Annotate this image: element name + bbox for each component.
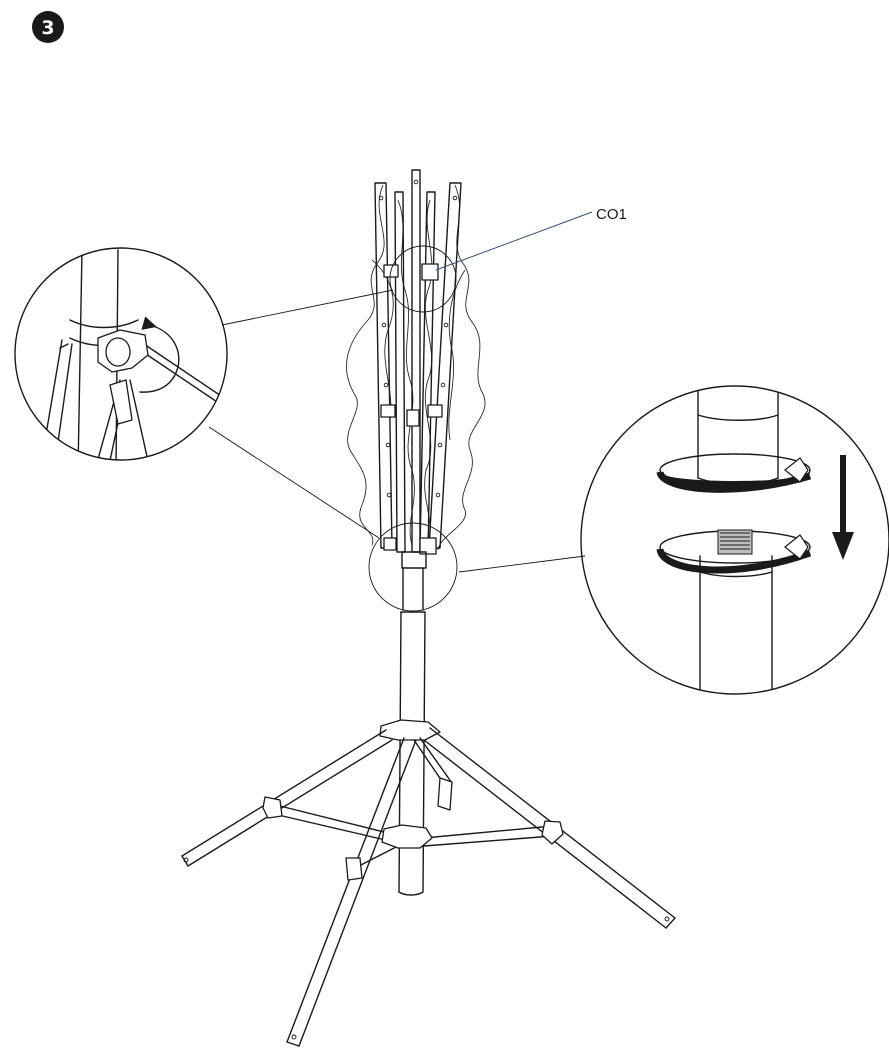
detail-leader-bottom xyxy=(208,426,380,539)
knob-tighten-detail xyxy=(14,247,228,461)
step-badge-circle xyxy=(32,11,64,43)
step-number: 3 xyxy=(41,17,54,39)
joint-highlight-circle xyxy=(368,522,458,612)
down-arrow-icon xyxy=(832,455,854,560)
callout-label: CO1 xyxy=(596,206,627,223)
callout-leader xyxy=(435,211,593,271)
screw-attach-detail xyxy=(580,385,889,695)
knob-highlight-circle xyxy=(389,245,457,313)
rotate-arrow-icon xyxy=(139,316,180,393)
folded-ribs xyxy=(346,169,486,555)
step-badge: 3 xyxy=(32,11,64,43)
tripod-base xyxy=(181,719,676,1047)
detail-leader-right xyxy=(458,555,586,573)
detail-leader-top xyxy=(221,289,394,326)
